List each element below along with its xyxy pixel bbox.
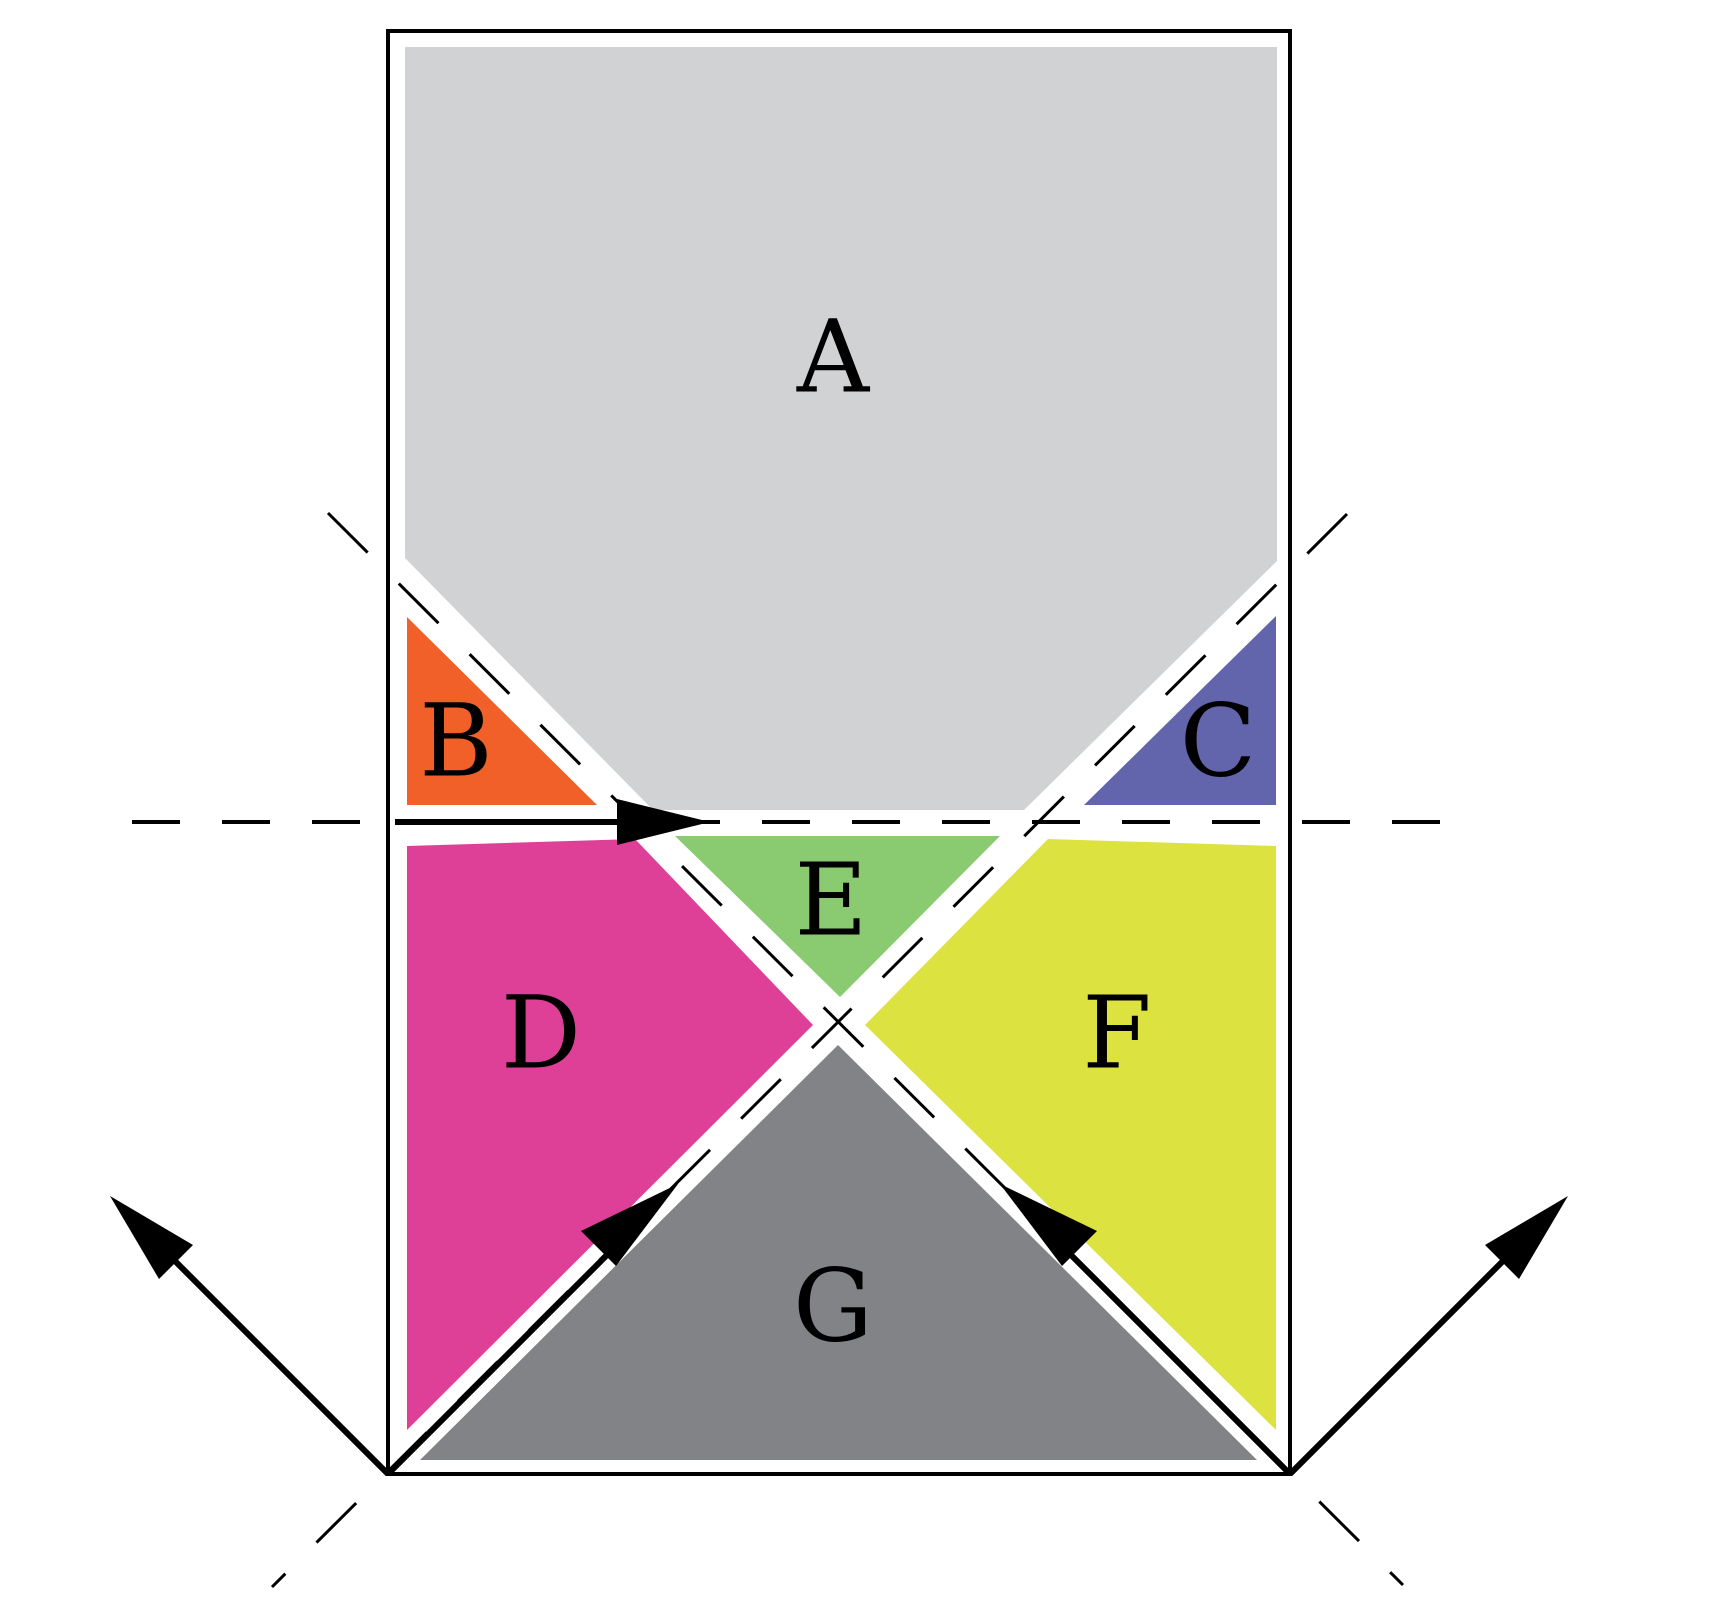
diagonal-dashed-line-1 [326, 511, 1405, 1587]
left-outer-arrow-shaft [152, 1238, 391, 1477]
region-f [865, 839, 1276, 1430]
region-c [1084, 616, 1276, 805]
horizontal-arrowhead [617, 799, 710, 845]
region-c-label: C [1180, 683, 1257, 800]
outer-frame [386, 29, 1292, 1476]
region-b-label: B [419, 683, 493, 800]
region-g-label: G [793, 1248, 873, 1365]
left-inner-arrowhead [581, 1184, 678, 1266]
region-g [420, 1045, 1257, 1460]
left-inner-arrow-shaft [385, 1229, 633, 1477]
region-b [407, 617, 597, 805]
region-f-label: F [1082, 975, 1151, 1092]
region-e-label: E [795, 842, 868, 959]
region-d [407, 839, 813, 1430]
region-a [405, 47, 1277, 810]
right-outer-arrow-shaft [1287, 1238, 1526, 1477]
left-outer-arrowhead [110, 1196, 193, 1279]
region-e [675, 836, 1000, 997]
region-d-label: D [501, 975, 581, 1092]
diagonal-dashed-line-2 [270, 512, 1349, 1589]
right-inner-arrowhead [1000, 1184, 1097, 1266]
right-inner-arrow-shaft [1045, 1229, 1293, 1477]
region-a-label: A [796, 299, 871, 416]
right-outer-arrowhead [1485, 1196, 1568, 1279]
